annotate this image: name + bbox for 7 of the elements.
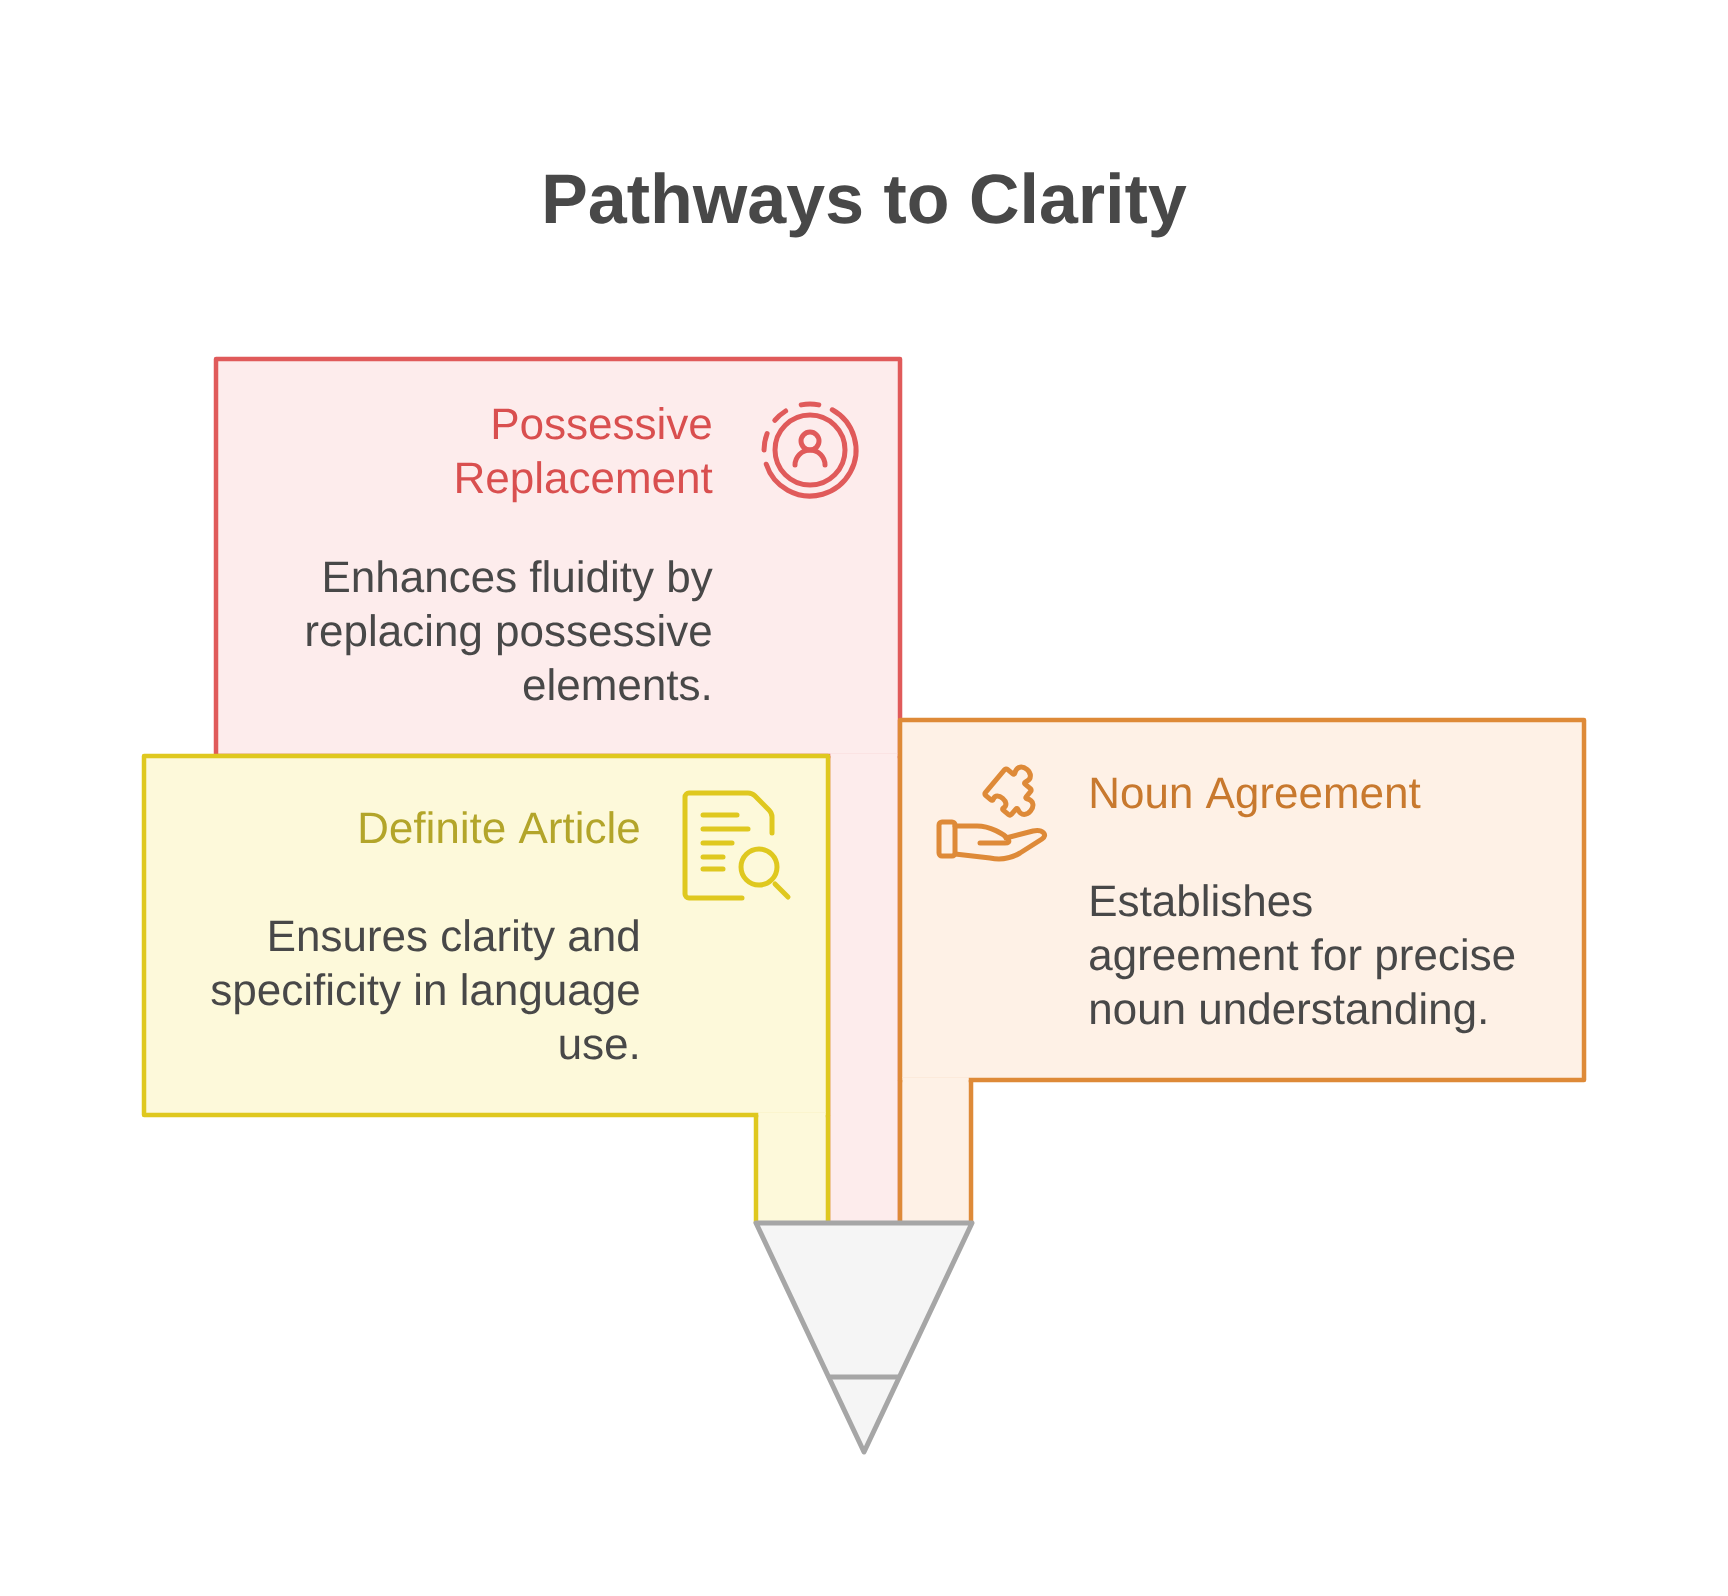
panel-text: Establishes agreement for precise noun understanding. (1090, 884, 1515, 1034)
panel-heading: Noun Agreement (1091, 777, 1421, 818)
panel-text: Enhances fluidity by replacing possessive elements. (307, 560, 713, 701)
panel-text: Ensures clarity and specificity in language use. (211, 919, 639, 1060)
panel-heading: Possessive Replacement (457, 407, 713, 503)
title: Pathways to Clarity (545, 172, 1187, 238)
panel-heading: Definite Article (360, 811, 639, 844)
